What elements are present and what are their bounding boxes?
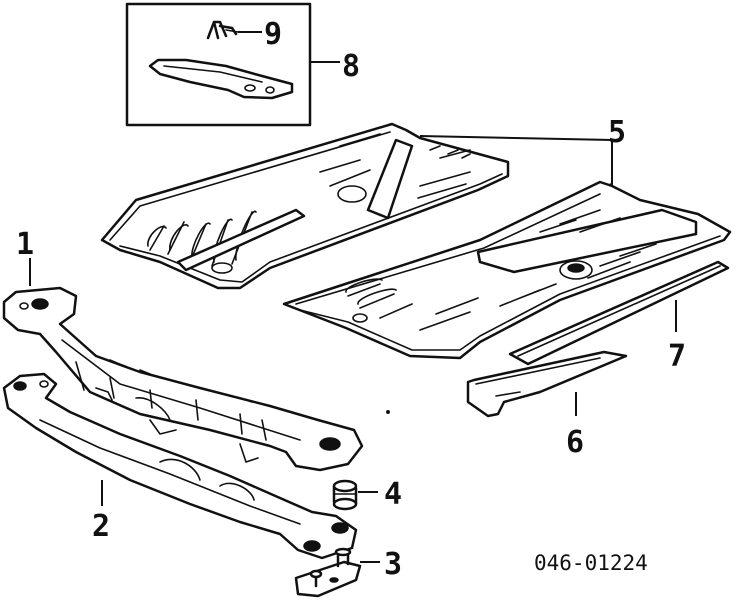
callout-8: 8 — [342, 49, 360, 84]
callout-3: 3 — [384, 547, 402, 582]
side-rail-part-7 — [508, 260, 730, 366]
callout-9: 9 — [264, 17, 282, 52]
callout-1: 1 — [16, 227, 34, 262]
front-floor-pan-right — [282, 180, 732, 360]
rear-floor-pan-left — [100, 122, 613, 290]
inset-detail-box — [125, 2, 340, 127]
lower-frame-part-2 — [2, 372, 358, 560]
callout-2: 2 — [92, 509, 110, 544]
callout-7: 7 — [668, 339, 686, 374]
stray-dot — [386, 410, 390, 414]
bracket-part-8 — [148, 58, 294, 100]
clip-part-9 — [206, 20, 239, 40]
sill-bracket-part-6 — [466, 350, 628, 418]
bracket-part-3 — [294, 547, 380, 598]
crossmember-part-1 — [2, 258, 364, 472]
callout-5: 5 — [608, 115, 626, 150]
callout-6: 6 — [566, 425, 584, 460]
callout-4: 4 — [384, 477, 402, 512]
diagram-reference-code: 046-01224 — [534, 551, 648, 575]
bushing-part-4 — [332, 479, 378, 511]
